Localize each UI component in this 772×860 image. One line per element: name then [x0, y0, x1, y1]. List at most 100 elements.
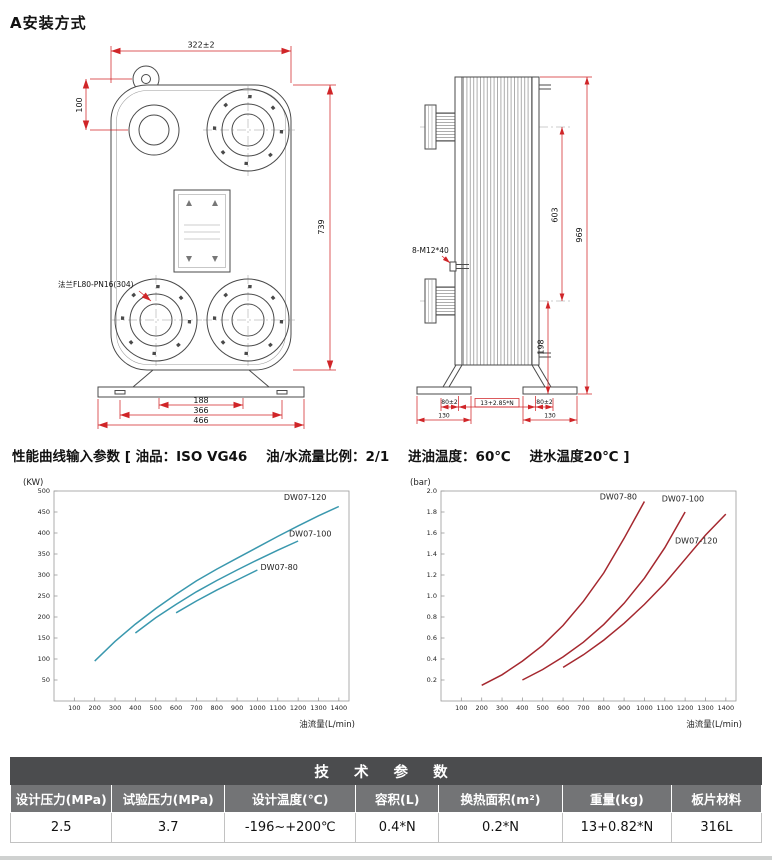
curve-DW07-120 [562, 513, 727, 669]
port-top-left [128, 104, 180, 156]
y-tick-label: 0.2 [427, 676, 437, 684]
y-tick-label: 350 [38, 550, 50, 558]
y-tick-label: 0.8 [427, 613, 437, 621]
nozzle-top [424, 104, 456, 150]
y-tick-label: 150 [38, 634, 50, 642]
x-tick-label: 1200 [290, 704, 307, 712]
y-tick-label: 1.4 [427, 550, 437, 558]
installation-drawings: 322±2 100 739 法兰FL80-PN16(304) 188 366 4… [0, 35, 772, 433]
x-tick-label: 300 [496, 704, 508, 712]
x-tick-label: 600 [170, 704, 182, 712]
x-tick-label: 800 [598, 704, 610, 712]
table-header-row: 设计压力(MPa)试验压力(MPa)设计温度(℃)容积(L)换热面积(m²)重量… [9, 784, 763, 813]
curve-label: DW07-120 [284, 493, 326, 502]
table-column-header: 重量(kg) [561, 784, 672, 813]
dim-foot-mid: 366 [193, 406, 208, 415]
y-tick-label: 1.0 [427, 592, 437, 600]
x-tick-label: 200 [475, 704, 487, 712]
x-tick-label: 300 [109, 704, 121, 712]
flange-top-right [203, 85, 295, 176]
dim-plate-width: 322±2 [187, 41, 214, 50]
dim-foot-left: 130 [438, 413, 450, 420]
table-title: 技 术 参 数 [10, 757, 762, 785]
y-tick-label: 200 [38, 613, 50, 621]
x-tick-label: 1000 [636, 704, 653, 712]
curve-label: DW07-120 [675, 537, 717, 546]
dim-right-cover: 80±2 [536, 399, 553, 406]
x-tick-label: 900 [231, 704, 243, 712]
stud-spec-label: 8-M12*40 [412, 246, 449, 255]
y-tick-label: 2.0 [427, 487, 437, 495]
x-tick-label: 100 [68, 704, 80, 712]
x-tick-label: 1400 [331, 704, 348, 712]
y-tick-label: 250 [38, 592, 50, 600]
curve-label: DW07-100 [662, 495, 704, 504]
dim-lug-offset: 100 [75, 97, 84, 112]
table-value-cell: 2.5 [9, 812, 113, 843]
front-cover-plate [454, 76, 463, 366]
curve-label: DW07-80 [600, 492, 637, 501]
flange-bottom-right [203, 275, 295, 366]
y-tick-label: 300 [38, 571, 50, 579]
y-tick-label: 1.6 [427, 529, 437, 537]
dim-port-to-base: 198 [537, 339, 546, 354]
x-tick-label: 900 [618, 704, 630, 712]
y-tick-label: 1.2 [427, 571, 437, 579]
curve-DW07-80 [481, 501, 646, 686]
flange-bottom-left [111, 275, 202, 366]
plate-pack [461, 76, 533, 366]
dim-total-height: 969 [575, 227, 584, 242]
x-tick-label: 600 [557, 704, 569, 712]
x-tick-label: 500 [150, 704, 162, 712]
x-tick-label: 400 [129, 704, 141, 712]
x-tick-label: 400 [516, 704, 528, 712]
table-value-cell: 0.2*N [438, 812, 563, 843]
side-feet [416, 364, 578, 395]
table-value-cell: 13+0.82*N [561, 812, 672, 843]
x-tick-label: 1200 [677, 704, 694, 712]
table-value-cell: -196~+200℃ [224, 812, 357, 843]
table-column-header: 试验压力(MPa) [111, 784, 226, 813]
x-tick-label: 100 [455, 704, 467, 712]
curve-label: DW07-80 [261, 563, 298, 572]
dim-foot-outer: 466 [193, 416, 208, 425]
nameplate [173, 189, 231, 273]
page-edge [0, 856, 772, 860]
mounting-base [97, 369, 305, 398]
table-value-cell: 316L [670, 812, 763, 843]
dim-port-distance: 603 [551, 207, 560, 222]
curve-DW07-80 [175, 569, 258, 614]
x-tick-label: 1000 [249, 704, 266, 712]
dim-foot-inner: 188 [193, 396, 208, 405]
y-unit-label: (bar) [410, 478, 431, 488]
table-value-cell: 3.7 [111, 812, 226, 843]
y-tick-label: 400 [38, 529, 50, 537]
y-tick-label: 450 [38, 508, 50, 516]
y-tick-label: 500 [38, 487, 50, 495]
flange-spec-label: 法兰FL80-PN16(304) [58, 279, 134, 289]
x-tick-label: 200 [88, 704, 100, 712]
y-tick-label: 100 [38, 655, 50, 663]
rear-cover-plate [531, 76, 540, 366]
dim-pack-length: 13+2.85*N [480, 400, 514, 407]
curve-input-params-note: 性能曲线输入参数 [ 油品：ISO VG46 油/水流量比例：2/1 进油温度：… [12, 449, 630, 465]
curve-label: DW07-100 [289, 529, 331, 538]
table-column-header: 设计温度(℃) [224, 784, 357, 813]
dim-plate-height: 739 [317, 219, 326, 234]
x-tick-label: 1300 [310, 704, 327, 712]
x-tick-label: 500 [537, 704, 549, 712]
plot-frame [440, 490, 737, 702]
nozzle-bottom [424, 278, 456, 324]
table-column-header: 设计压力(MPa) [9, 784, 113, 813]
table-value-cell: 0.4*N [355, 812, 440, 843]
y-tick-label: 1.8 [427, 508, 437, 516]
y-unit-label: (KW) [23, 478, 43, 488]
side-view-drawing: 8-M12*40 603 969 198 80±2 13+2.85*N 80±2… [412, 76, 592, 424]
y-tick-label: 50 [42, 676, 50, 684]
front-view-drawing: 322±2 100 739 法兰FL80-PN16(304) 188 366 4… [58, 41, 336, 429]
tech-params-table: 技 术 参 数 设计压力(MPa)试验压力(MPa)设计温度(℃)容积(L)换热… [9, 757, 763, 843]
page-title: A安装方式 [10, 14, 87, 32]
x-tick-label: 1100 [270, 704, 287, 712]
